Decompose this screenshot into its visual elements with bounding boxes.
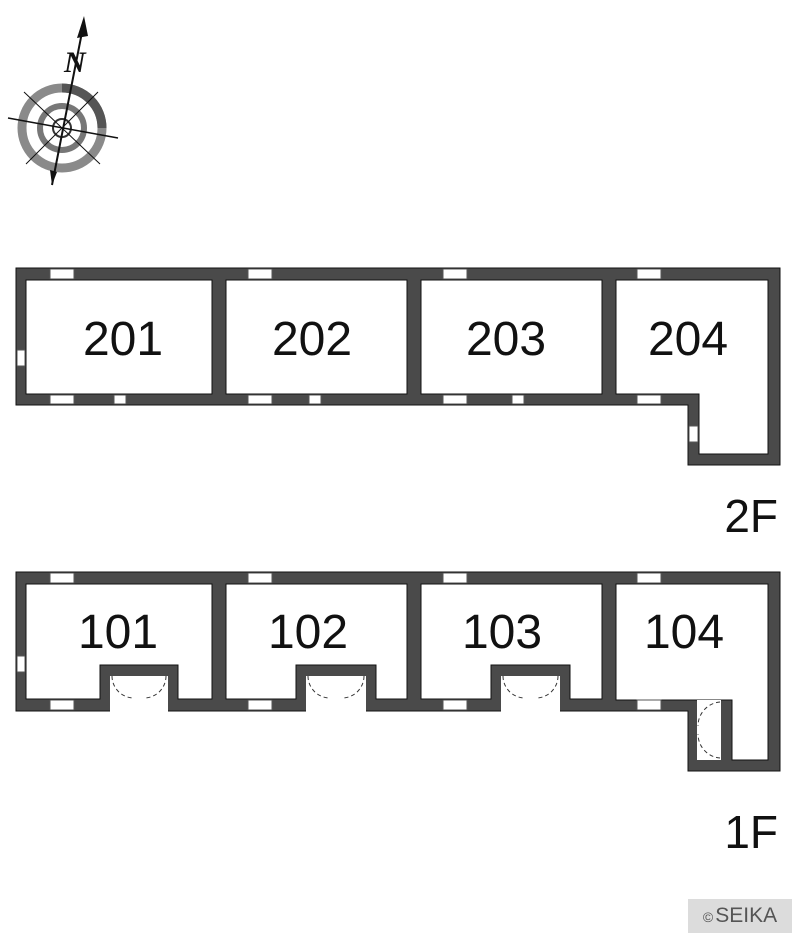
north-label: N: [63, 46, 87, 79]
room-204-label: 204: [648, 313, 728, 366]
compass-needle-diag-2: [25, 91, 99, 165]
room-104-label: 104: [644, 606, 724, 659]
floor-2f-label: 2F: [724, 490, 778, 542]
south-arrow-icon: [50, 170, 57, 185]
compass-inner-ring: [37, 103, 87, 153]
north-arrow-icon: [77, 16, 88, 38]
room-201-label: 201: [83, 313, 163, 366]
floor-1f-walls: [15, 571, 781, 772]
compass-needle-ew: [7, 117, 119, 139]
compass-needle-ns: [51, 21, 85, 186]
room-202-label: 202: [272, 313, 352, 366]
room-103-label: 103: [462, 606, 542, 659]
floor-1f-label: 1F: [724, 806, 778, 858]
floor-1f-doors: [111, 675, 721, 759]
floor-2f-walls: [15, 267, 781, 466]
copyright-symbol: ©: [702, 909, 714, 925]
floor-1f-windows: [16, 572, 662, 711]
floor-2f-windows: [16, 268, 699, 443]
room-101-label: 101: [78, 606, 158, 659]
copyright-badge: ©SEIKA: [688, 899, 792, 933]
copyright-text: SEIKA: [715, 904, 778, 927]
room-102-label: 102: [268, 606, 348, 659]
compass: N: [7, 16, 119, 186]
room-203-label: 203: [466, 313, 546, 366]
